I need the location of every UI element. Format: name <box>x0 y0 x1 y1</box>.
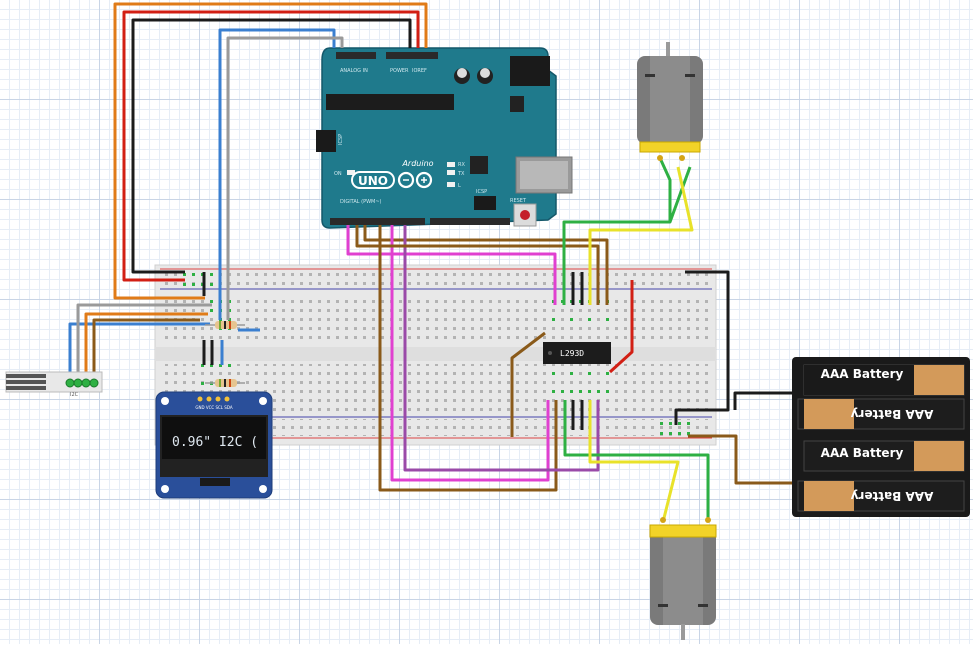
wire-red <box>122 10 420 282</box>
oled-display-module: GND VCC SCL SDA 0.96" I2C ( <box>155 391 273 499</box>
digital-header-label: DIGITAL (PWM~) <box>340 199 382 205</box>
resistor-1 <box>205 321 245 329</box>
wire-sensor-orange <box>84 312 208 380</box>
wire-yellow-motor-bottom <box>588 400 680 523</box>
analog-header-label: ANALOG IN <box>340 68 368 74</box>
wire-green-lead-top <box>658 157 672 222</box>
wire-magenta-1 <box>346 225 557 305</box>
wire-green-motor-bottom <box>563 400 710 522</box>
battery-label-2: AAA Battery <box>851 407 934 421</box>
dc-motor-top <box>637 42 703 161</box>
oled-display-text: 0.96" I2C ( <box>172 435 258 450</box>
battery-pack: AAA Battery AAA Battery AAA Battery AAA … <box>792 357 970 517</box>
icsp-header <box>316 130 336 152</box>
usb-chip <box>470 156 488 174</box>
power-header <box>386 52 438 59</box>
wire-brown-3 <box>355 225 600 305</box>
power-header-label: POWER <box>390 68 409 74</box>
tx-label: TX <box>457 171 465 177</box>
uno-logo <box>351 171 395 189</box>
rx-led <box>447 162 455 167</box>
dc-motor-bottom <box>649 517 717 640</box>
wires <box>68 2 792 523</box>
wire-yellow-motor-top <box>588 166 694 305</box>
l-led <box>447 182 455 187</box>
on-label: ON <box>334 171 342 177</box>
battery-cell-3: AAA Battery <box>803 440 965 472</box>
battery-cell-2: AAA Battery <box>797 398 965 430</box>
battery-label-4: AAA Battery <box>851 489 934 503</box>
wire-black <box>131 18 412 274</box>
i2c-sensor: I2C <box>5 371 103 398</box>
battery-label-1: AAA Battery <box>821 367 904 381</box>
arduino-infinity-logo <box>397 171 433 189</box>
power-jack <box>510 56 550 86</box>
l-label: L <box>458 183 461 189</box>
tx-led <box>447 170 455 175</box>
wire-sensor-brown <box>92 318 200 380</box>
analog-header <box>336 52 376 59</box>
battery-cell-1: AAA Battery <box>803 364 965 396</box>
rx-label: RX <box>458 162 465 168</box>
wire-battery-black <box>674 270 730 425</box>
arduino-brand: Arduino <box>401 159 433 168</box>
microcontroller-chip <box>326 94 454 110</box>
wire-sensor-gray <box>76 303 212 380</box>
l293d-chip: L293D <box>543 342 611 364</box>
arduino-uno-board: ANALOG IN POWER IOREF DIGITAL (PWM~) ICS… <box>316 47 573 229</box>
ic-label: L293D <box>560 349 584 358</box>
icsp2-label: ICSP <box>476 189 487 195</box>
ioref-label: IOREF <box>412 68 427 74</box>
wire-green-motor-top <box>562 166 692 305</box>
uno-text: UNO <box>358 174 388 188</box>
oled-header-label: GND VCC SCL SDA <box>195 405 232 410</box>
digital-header-high <box>430 218 510 225</box>
battery-label-3: AAA Battery <box>821 446 904 460</box>
wire-red-ic <box>608 280 634 374</box>
wire-purple <box>403 225 600 472</box>
icsp2-header <box>474 196 496 210</box>
wire-brown-1 <box>378 225 558 492</box>
wire-magenta-2 <box>390 225 550 482</box>
wire-sensor-blue <box>68 322 210 380</box>
voltage-regulator <box>510 96 524 112</box>
digital-header-low <box>330 218 425 225</box>
wire-battery-black-2 <box>733 391 792 410</box>
wire-brown-2 <box>363 225 609 305</box>
wire-battery-brown <box>688 434 792 485</box>
wire-gray <box>226 36 344 320</box>
icsp-label: ICSP <box>338 134 344 145</box>
battery-cell-4: AAA Battery <box>797 480 965 512</box>
wire-brown-ic <box>510 331 546 437</box>
wire-orange-5v <box>113 2 428 300</box>
on-led <box>347 170 355 175</box>
sensor-label: I2C <box>70 392 79 398</box>
resistor-2 <box>205 379 245 387</box>
reset-label: RESET <box>510 198 527 204</box>
